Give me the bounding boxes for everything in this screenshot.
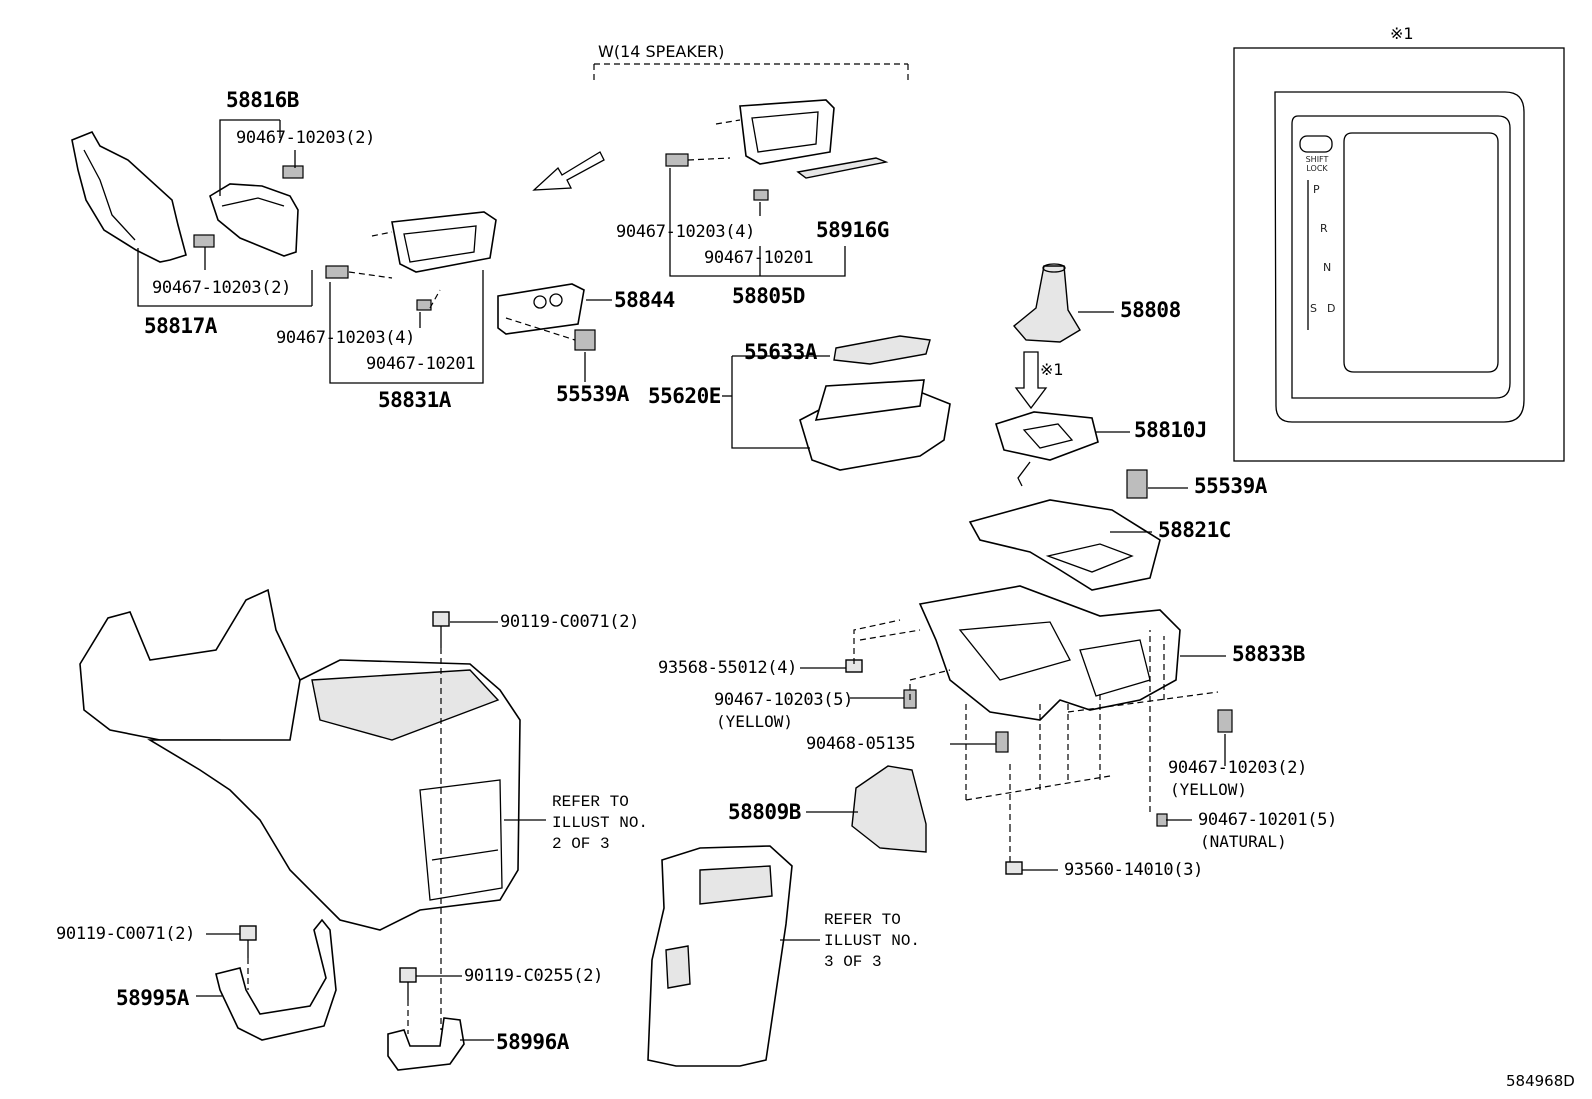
label-natural: (NATURAL): [1200, 832, 1287, 851]
label-58996A: 58996A: [496, 1030, 569, 1054]
label-58810J: 58810J: [1134, 418, 1207, 442]
label-58844: 58844: [614, 288, 675, 312]
direction-arrow: [532, 151, 605, 191]
part-main-console: [79, 588, 521, 931]
inset-marker: ※1: [1390, 24, 1414, 43]
label-55620E: 55620E: [648, 384, 721, 408]
leader-lines: [137, 119, 1226, 1041]
label-58805D: 58805D: [732, 284, 805, 308]
clip-icons: [193, 153, 1233, 827]
label-58808: 58808: [1120, 298, 1181, 322]
label-58821C: 58821C: [1158, 518, 1231, 542]
part-58808-shift-boot: [1013, 263, 1081, 343]
part-58805D-frame: [739, 99, 835, 165]
part-58816B-panel: [209, 183, 299, 257]
label-90467-10201-b: 90467-10201: [704, 248, 814, 268]
part-58831A-frame: [391, 211, 497, 273]
label-90119-C0071-left: 90119-C0071(2): [56, 924, 196, 944]
shift-gate-inset: [1233, 47, 1565, 462]
shift-lock-label: SHIFT LOCK: [1305, 155, 1329, 173]
label-55539A-a: 55539A: [556, 382, 629, 406]
gear-s: S: [1310, 302, 1317, 315]
label-93568-55012-4: 93568-55012(4): [658, 658, 798, 678]
gear-p: P: [1313, 183, 1320, 196]
part-58821C-panel: [968, 499, 1161, 591]
label-58831A: 58831A: [378, 388, 451, 412]
part-58996A-bracket: [387, 1017, 465, 1071]
label-90467-10203-2-top: 90467-10203(2): [236, 128, 376, 148]
arrow-marker: ※1: [1040, 360, 1064, 379]
part-55633A-mat: [833, 335, 931, 365]
part-58817A-panel: [71, 130, 187, 263]
label-yellow-1: (YELLOW): [716, 712, 794, 731]
label-90467-10203-5: 90467-10203(5): [714, 690, 854, 710]
part-58916G-strip: [796, 157, 889, 179]
refer-illust-2: REFER TO ILLUST NO. 2 OF 3: [552, 793, 649, 853]
dashed-assembly-lines: [247, 119, 1219, 1034]
part-58844-switch-panel: [497, 283, 585, 335]
label-90467-10203-2-left: 90467-10203(2): [152, 278, 292, 298]
label-58816B: 58816B: [226, 88, 299, 112]
part-55620E-tray: [799, 379, 951, 471]
refer-illust-3: REFER TO ILLUST NO. 3 OF 3: [824, 911, 921, 971]
label-55633A: 55633A: [744, 340, 817, 364]
gear-d: D: [1327, 302, 1336, 315]
w14-speaker-header: W(14 SPEAKER): [598, 42, 725, 61]
diagram-id: 584968D: [1506, 1072, 1575, 1090]
label-93560-14010-3: 93560-14010(3): [1064, 860, 1204, 880]
label-58833B: 58833B: [1232, 642, 1305, 666]
label-90467-10203-4-b: 90467-10203(4): [616, 222, 756, 242]
part-58833B-box: [918, 585, 1181, 721]
label-90119-C0071-top: 90119-C0071(2): [500, 612, 640, 632]
label-58817A: 58817A: [144, 314, 217, 338]
label-90467-10203-2-right: 90467-10203(2): [1168, 758, 1308, 778]
label-90119-C0255-2: 90119-C0255(2): [464, 966, 604, 986]
label-yellow-2: (YELLOW): [1170, 780, 1248, 799]
part-58995A-bracket: [215, 918, 337, 1041]
part-58810J-bezel: [995, 411, 1099, 487]
label-58995A: 58995A: [116, 986, 189, 1010]
label-90467-10201-a: 90467-10201: [366, 354, 476, 374]
label-58916G: 58916G: [816, 218, 889, 242]
label-90467-10203-4-a: 90467-10203(4): [276, 328, 416, 348]
label-55539A-b: 55539A: [1194, 474, 1267, 498]
part-58809B-cover: [851, 765, 927, 853]
gear-n: N: [1323, 261, 1332, 274]
label-90467-10201-5: 90467-10201(5): [1198, 810, 1338, 830]
label-90468-05135: 90468-05135: [806, 734, 916, 754]
label-58809B: 58809B: [728, 800, 801, 824]
bolt-icons: [239, 611, 1023, 1000]
part-rear-panel: [647, 845, 793, 1067]
w14-speaker-bracket: [593, 63, 909, 80]
gear-r: R: [1320, 222, 1328, 235]
down-arrow: [1014, 351, 1048, 410]
